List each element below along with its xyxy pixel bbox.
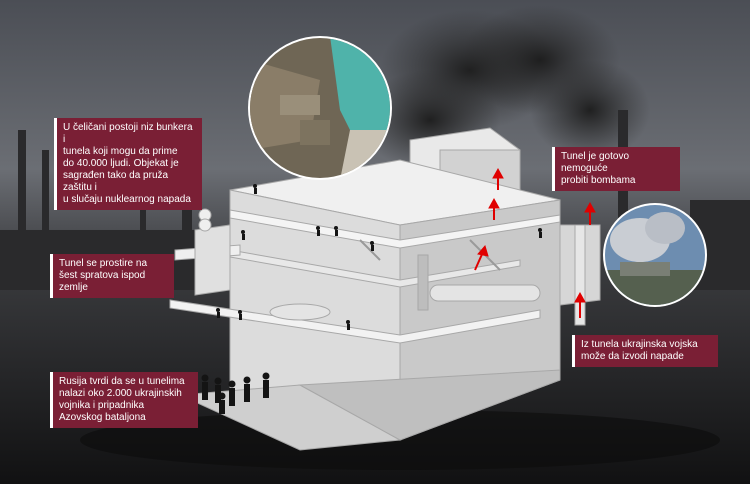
label-tunnel-floors: Tunel se prostire na šest spratova ispod… (50, 254, 174, 298)
label-russia-claims: Rusija tvrdi da se u tunelima nalazi oko… (50, 372, 198, 428)
label-bombs: Tunel je gotovo nemoguće probiti bombama (552, 147, 680, 191)
smoke-cloud (360, 5, 650, 170)
label-attacks: Iz tunela ukrajinska vojska može da izvo… (572, 335, 718, 367)
up-arrow-icon (474, 167, 596, 318)
soldier-icon (201, 184, 542, 414)
satellite-photo-icon (248, 36, 392, 180)
label-bunkers: U čeličani postoji niz bunkera i tunela … (54, 118, 202, 210)
bunker-building (169, 127, 601, 451)
